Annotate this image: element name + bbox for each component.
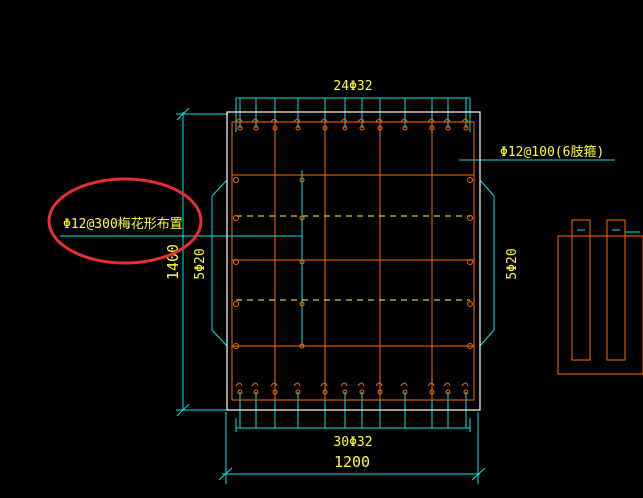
- rebar-cage: [231, 121, 475, 401]
- bottom-rebar-dot: [359, 389, 365, 395]
- top-rebar-dot: [295, 125, 301, 131]
- top-rebar-dot: [237, 125, 243, 131]
- side-rebar-dot-right: [467, 215, 473, 221]
- top-rebar-hook: [461, 118, 469, 123]
- top-rebar-hook: [375, 118, 383, 123]
- top-rebar-dot: [445, 125, 451, 131]
- bottom-longitudinal-bars: [235, 382, 469, 395]
- top-rebar-label: 24Φ32: [333, 79, 372, 94]
- side-rebar-dot-left: [233, 301, 239, 307]
- bottom-rebar-dot: [342, 389, 348, 395]
- top-longitudinal-bars: [235, 118, 469, 131]
- highlight-circle: [47, 177, 203, 265]
- top-rebar-hook: [251, 118, 259, 123]
- column-outline: [226, 111, 481, 411]
- bottom-rebar-dot: [402, 389, 408, 395]
- tie-dot: [299, 177, 305, 183]
- top-rebar-dot: [322, 125, 328, 131]
- bottom-rebar-dot: [253, 389, 259, 395]
- top-rebar-hook: [340, 118, 348, 123]
- right-side-rebar-label: 5Φ20: [505, 248, 520, 279]
- bottom-rebar-label: 30Φ32: [333, 435, 372, 450]
- top-rebar-dot: [377, 125, 383, 131]
- tie-dot: [299, 259, 305, 265]
- bottom-rebar-hook: [320, 382, 328, 387]
- tie-label: Φ12@300梅花形布置: [63, 216, 183, 232]
- bottom-rebar-dot: [237, 389, 243, 395]
- side-longitudinal-bars: [233, 177, 473, 349]
- side-rebar-dot-left: [233, 259, 239, 265]
- bottom-rebar-dot: [429, 389, 435, 395]
- detail-section-right: [557, 219, 643, 375]
- bottom-rebar-hook: [340, 382, 348, 387]
- bottom-rebar-hook: [293, 382, 301, 387]
- bottom-rebar-hook: [235, 382, 243, 387]
- top-rebar-dot: [359, 125, 365, 131]
- top-rebar-hook: [357, 118, 365, 123]
- stirrup-label: Φ12@100(6肢箍): [500, 144, 604, 160]
- top-rebar-hook: [270, 118, 278, 123]
- bottom-rebar-dot: [322, 389, 328, 395]
- top-rebar-dot: [463, 125, 469, 131]
- bottom-rebar-hook: [461, 382, 469, 387]
- bottom-rebar-hook: [443, 382, 451, 387]
- top-rebar-hook: [235, 118, 243, 123]
- detail-section-right-cyan: [577, 229, 640, 233]
- bottom-rebar-dot: [463, 389, 469, 395]
- tie-dot: [299, 215, 305, 221]
- top-rebar-dot: [272, 125, 278, 131]
- top-rebar-dot: [253, 125, 259, 131]
- top-rebar-hook: [443, 118, 451, 123]
- side-rebar-dot-left: [233, 215, 239, 221]
- top-rebar-hook: [320, 118, 328, 123]
- side-rebar-dot-right: [467, 301, 473, 307]
- left-side-rebar-label: 5Φ20: [193, 248, 208, 279]
- side-rebar-dot-right: [467, 259, 473, 265]
- top-rebar-hook: [427, 118, 435, 123]
- top-rebar-hook: [400, 118, 408, 123]
- dimension-lines: [60, 97, 615, 484]
- bottom-rebar-dot: [295, 389, 301, 395]
- bottom-rebar-hook: [251, 382, 259, 387]
- bottom-rebar-dot: [377, 389, 383, 395]
- width-dimension: 1200: [334, 453, 370, 471]
- tie-bars-dashed: [236, 215, 470, 301]
- bottom-rebar-hook: [357, 382, 365, 387]
- side-rebar-dot-left: [233, 177, 239, 183]
- side-rebar-dot-right: [467, 343, 473, 349]
- bottom-rebar-hook: [427, 382, 435, 387]
- tie-dot: [299, 343, 305, 349]
- bottom-rebar-hook: [270, 382, 278, 387]
- side-rebar-dot-right: [467, 177, 473, 183]
- top-rebar-dot: [402, 125, 408, 131]
- bottom-rebar-dot: [272, 389, 278, 395]
- bottom-rebar-hook: [375, 382, 383, 387]
- bottom-rebar-hook: [400, 382, 408, 387]
- top-rebar-dot: [342, 125, 348, 131]
- bottom-rebar-dot: [445, 389, 451, 395]
- tie-dot: [299, 301, 305, 307]
- top-rebar-dot: [429, 125, 435, 131]
- top-rebar-hook: [293, 118, 301, 123]
- side-rebar-dot-left: [233, 343, 239, 349]
